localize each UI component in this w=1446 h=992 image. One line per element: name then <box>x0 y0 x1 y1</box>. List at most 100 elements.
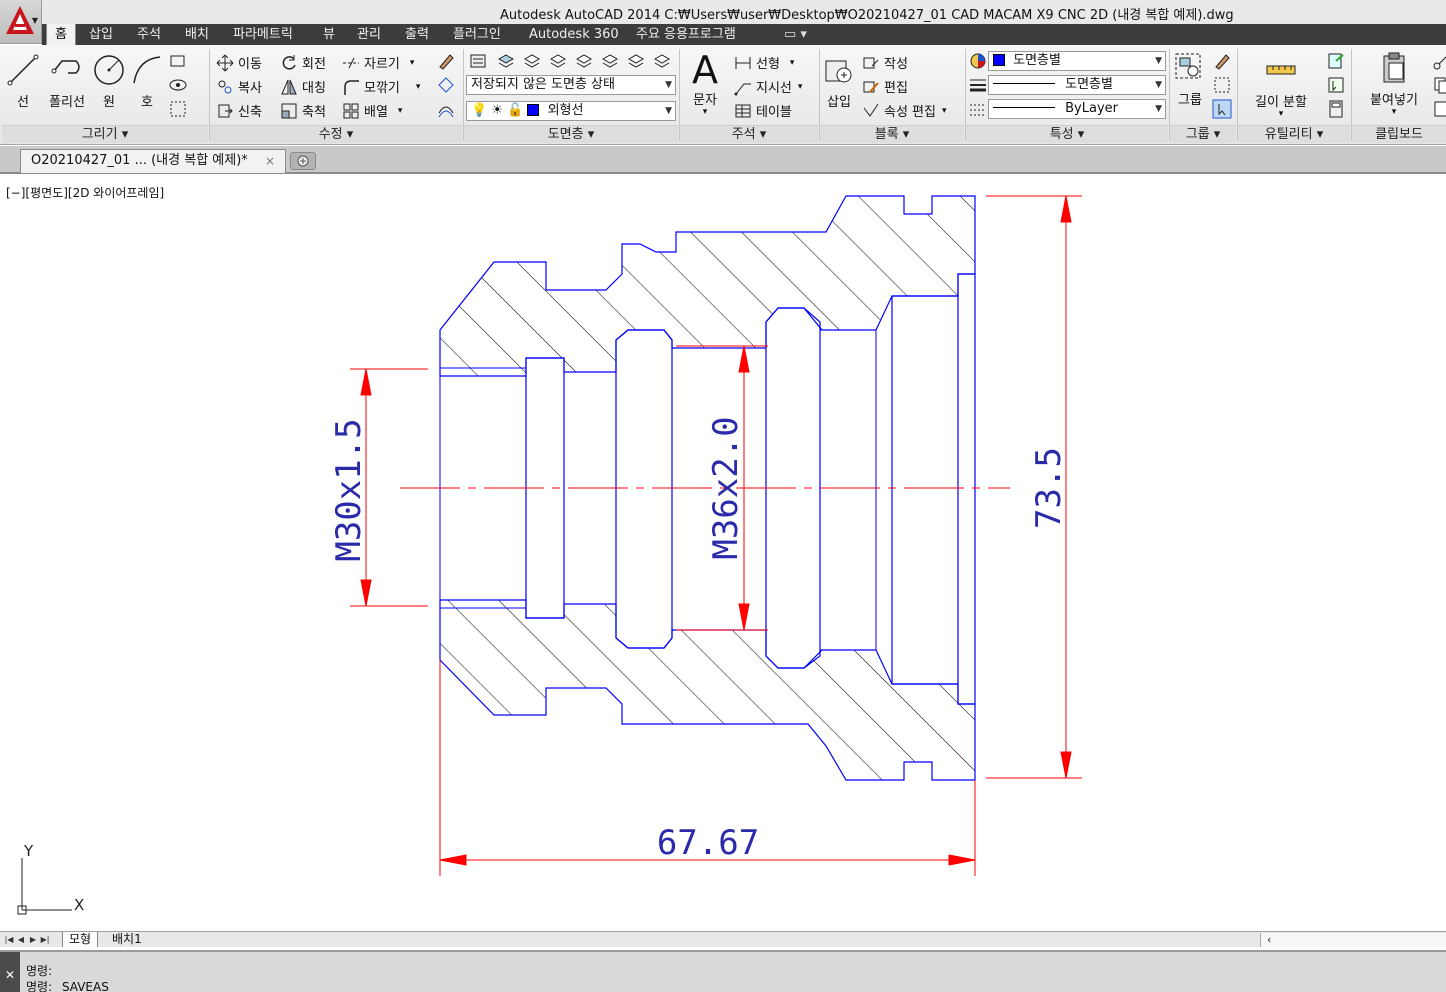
ribbon-minimize-icon[interactable]: ▭ ▾ <box>784 27 807 42</box>
tab-output[interactable]: 출력 <box>405 27 429 42</box>
tab-layout[interactable]: 배치 <box>185 27 209 42</box>
document-tab[interactable]: O20210427_01 ... (내경 복합 예제)* × <box>20 149 286 173</box>
tab-model[interactable]: 모형 <box>62 932 99 947</box>
chevron-down-icon[interactable]: ▾ <box>797 81 803 92</box>
hatch-icon[interactable] <box>168 75 188 95</box>
offset-icon[interactable] <box>436 99 456 119</box>
circle-button[interactable]: 원 <box>92 53 126 110</box>
copy-clip-icon[interactable] <box>1432 75 1446 95</box>
text-button[interactable]: A 문자 ▾ <box>684 51 726 117</box>
arc-button[interactable]: 호 <box>130 53 164 110</box>
chevron-down-icon[interactable]: ▾ <box>415 81 421 92</box>
chevron-down-icon[interactable]: ▾ <box>397 105 403 116</box>
layer-state-select[interactable]: 저장되지 않은 도면층 상태 ▼ <box>466 75 676 95</box>
lineweight-select[interactable]: ByLayer ▼ <box>988 99 1166 119</box>
panel-title-clipboard[interactable]: 클립보드 <box>1352 125 1446 143</box>
panel-title-layers[interactable]: 도면층 ▾ <box>464 125 678 143</box>
command-line-grip[interactable]: ✕ <box>0 952 20 992</box>
explode-icon[interactable] <box>436 75 456 95</box>
group-selection-icon[interactable] <box>1212 99 1232 119</box>
chevron-down-icon[interactable]: ▾ <box>789 57 795 68</box>
lineweight-icon[interactable] <box>968 75 988 95</box>
copy-button[interactable]: 복사 <box>216 77 262 96</box>
linetype-select[interactable]: 도면층별 ▼ <box>988 75 1166 95</box>
new-drawing-button[interactable] <box>290 152 316 170</box>
match-properties-icon[interactable] <box>968 51 988 71</box>
select-all-icon[interactable] <box>1326 75 1346 95</box>
last-tab-icon[interactable]: ▶| <box>40 935 50 944</box>
panel-title-utilities[interactable]: 유틸리티 ▾ <box>1238 125 1350 143</box>
group-edit-icon[interactable] <box>1212 75 1232 95</box>
panel-title-block[interactable]: 블록 ▾ <box>820 125 964 143</box>
trim-button[interactable]: 자르기 ▾ <box>342 53 414 72</box>
layer-match-icon[interactable] <box>626 51 646 71</box>
chevron-down-icon[interactable]: ▾ <box>941 105 947 116</box>
layer-properties-icon[interactable] <box>468 51 488 71</box>
close-icon[interactable]: ✕ <box>5 968 16 982</box>
viewport-controls[interactable]: [−][평면도][2D 와이어프레임] <box>6 186 165 200</box>
tab-insert[interactable]: 삽입 <box>89 27 113 42</box>
drawing-canvas[interactable]: M30x1.5 M36x2.0 73.5 <box>0 176 1446 931</box>
layer-previous-icon[interactable] <box>652 51 672 71</box>
cut-icon[interactable] <box>1432 51 1446 71</box>
ungroup-icon[interactable] <box>1212 51 1232 71</box>
polyline-label: 폴리선 <box>49 95 85 110</box>
chevron-left-icon[interactable]: ‹ <box>1267 933 1272 946</box>
polyline-button[interactable]: 폴리선 <box>44 53 90 110</box>
fillet-button[interactable]: 모깎기 ▾ <box>342 77 420 96</box>
layer-off-icon[interactable] <box>574 51 594 71</box>
calculator-icon[interactable] <box>1326 99 1346 119</box>
array-button[interactable]: 배열 ▾ <box>342 101 402 120</box>
rectangle-icon[interactable] <box>168 51 188 71</box>
panel-title-draw[interactable]: 그리기 ▾ <box>2 125 208 143</box>
line-button[interactable]: 선 <box>6 53 40 110</box>
group-button[interactable]: 그룹 <box>1172 51 1208 108</box>
tab-autodesk-360[interactable]: Autodesk 360 <box>529 27 619 42</box>
layer-state-icon[interactable] <box>496 51 516 71</box>
application-menu-button[interactable]: ▼ <box>0 0 42 44</box>
move-button[interactable]: 이동 <box>216 53 262 72</box>
chevron-down-icon[interactable]: ▾ <box>409 57 415 68</box>
insert-block-button[interactable]: 삽입 <box>822 53 856 110</box>
prev-tab-icon[interactable]: ◀ <box>17 935 25 944</box>
first-tab-icon[interactable]: |◀ <box>4 935 14 944</box>
rotate-button[interactable]: 회전 <box>280 53 326 72</box>
tab-parametric[interactable]: 파라메트릭 <box>233 27 293 42</box>
paste-button[interactable]: 붙여넣기 ▾ <box>1362 51 1426 117</box>
tab-manage[interactable]: 관리 <box>357 27 381 42</box>
command-line[interactable]: ✕ 명령: 명령: _SAVEAS <box>0 950 1446 992</box>
panel-title-properties[interactable]: 특성 ▾ <box>966 125 1168 143</box>
measure-button[interactable]: 길이 분할 ▾ <box>1248 53 1314 119</box>
tab-view[interactable]: 뷰 <box>323 27 335 42</box>
tab-home[interactable]: 홈 <box>46 24 76 45</box>
stretch-button[interactable]: 신축 <box>216 101 262 120</box>
tab-layout1[interactable]: 배치1 <box>112 932 142 946</box>
horizontal-scrollbar[interactable]: ‹ <box>1260 933 1446 947</box>
boundary-icon[interactable] <box>168 99 188 119</box>
transparency-icon[interactable] <box>968 99 988 119</box>
layer-lock-icon[interactable] <box>600 51 620 71</box>
tab-plugins[interactable]: 플러그인 <box>453 27 501 42</box>
edit-block-button[interactable]: 편집 <box>862 77 908 96</box>
panel-title-groups[interactable]: 그룹 ▾ <box>1170 125 1236 143</box>
tab-featured-apps[interactable]: 주요 응용프로그램 <box>636 27 736 42</box>
quick-select-icon[interactable] <box>1326 51 1346 71</box>
layer-isolate-icon[interactable] <box>522 51 542 71</box>
next-tab-icon[interactable]: ▶ <box>29 935 37 944</box>
copy-with-basepoint-icon[interactable] <box>1432 99 1446 119</box>
scale-button[interactable]: 축척 <box>280 101 326 120</box>
panel-title-annotation[interactable]: 주석 ▾ <box>680 125 818 143</box>
linear-dimension-button[interactable]: 선형 ▾ <box>734 53 794 72</box>
erase-icon[interactable] <box>436 51 456 71</box>
layer-select[interactable]: 💡 ☀ 🔓 외형선 ▼ <box>466 101 676 121</box>
create-block-button[interactable]: 작성 <box>862 53 908 72</box>
tab-annotate[interactable]: 주석 <box>137 27 161 42</box>
panel-title-modify[interactable]: 수정 ▾ <box>210 125 462 143</box>
table-button[interactable]: 테이블 <box>734 101 792 120</box>
color-select[interactable]: 도면층별 ▼ <box>988 51 1166 71</box>
edit-attribute-button[interactable]: 속성 편집 ▾ <box>862 101 947 120</box>
leader-button[interactable]: 지시선 ▾ <box>734 77 802 96</box>
layer-freeze-icon[interactable] <box>548 51 568 71</box>
close-icon[interactable]: × <box>264 154 275 168</box>
mirror-button[interactable]: 대칭 <box>280 77 326 96</box>
